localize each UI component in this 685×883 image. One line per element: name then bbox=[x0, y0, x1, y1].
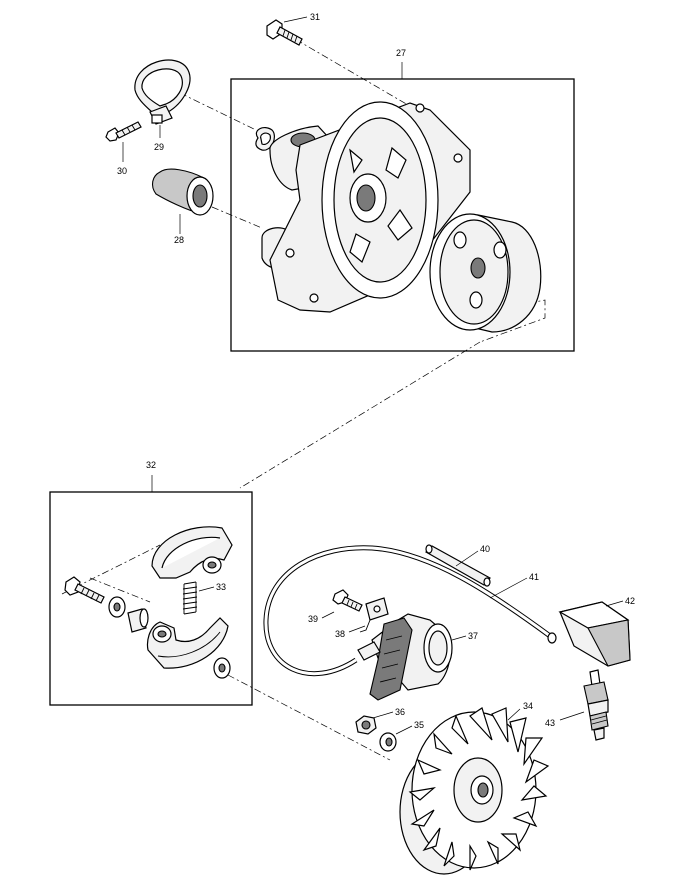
callout-31: 31 bbox=[310, 12, 320, 22]
tube-40 bbox=[425, 544, 491, 587]
callout-28: 28 bbox=[174, 235, 184, 245]
callout-32: 32 bbox=[146, 460, 156, 470]
callout-41: 41 bbox=[529, 572, 539, 582]
clutch-bolt bbox=[64, 576, 105, 604]
callout-37: 37 bbox=[468, 631, 478, 641]
callout-27: 27 bbox=[396, 48, 406, 58]
clamp-band-29 bbox=[134, 59, 191, 125]
leader-41 bbox=[489, 577, 528, 599]
ignition-wire-41 bbox=[263, 545, 557, 677]
leader-33 bbox=[198, 586, 215, 592]
screw-30 bbox=[105, 121, 142, 142]
guide-line-28 bbox=[211, 206, 263, 229]
clutch-shoe-lower bbox=[146, 617, 229, 669]
leader-36 bbox=[372, 711, 394, 719]
callout-42: 42 bbox=[625, 596, 635, 606]
nut-36 bbox=[355, 715, 377, 735]
guide-line-29 bbox=[179, 92, 257, 131]
guide-line-connector bbox=[239, 341, 481, 489]
leader-31 bbox=[283, 16, 308, 23]
flywheel-fins bbox=[408, 707, 550, 871]
flywheel-34 bbox=[399, 707, 550, 875]
callout-39: 39 bbox=[308, 614, 318, 624]
clutch-bushing bbox=[127, 608, 149, 633]
clutch-washer-2 bbox=[213, 657, 231, 679]
clutch-drum bbox=[429, 213, 542, 333]
callout-36: 36 bbox=[395, 707, 405, 717]
leader-35 bbox=[395, 725, 413, 735]
plug-cap-42 bbox=[558, 601, 631, 667]
leader-43 bbox=[559, 711, 585, 721]
callout-30: 30 bbox=[117, 166, 127, 176]
callout-38: 38 bbox=[335, 629, 345, 639]
damper-sleeve-28 bbox=[151, 168, 214, 216]
leader-38 bbox=[348, 625, 366, 633]
ignition-coil-37 bbox=[357, 613, 453, 701]
leader-40 bbox=[455, 550, 479, 567]
callout-34: 34 bbox=[523, 701, 533, 711]
clutch-shoe-upper bbox=[151, 526, 233, 579]
clutch-washer-1 bbox=[108, 596, 126, 618]
guide-line-31 bbox=[282, 31, 409, 106]
screw-39 bbox=[332, 589, 363, 612]
callout-43: 43 bbox=[545, 718, 555, 728]
callout-40: 40 bbox=[480, 544, 490, 554]
callout-35: 35 bbox=[414, 720, 424, 730]
leader-37 bbox=[451, 635, 467, 641]
callout-33: 33 bbox=[216, 582, 226, 592]
callout-29: 29 bbox=[154, 142, 164, 152]
washer-35 bbox=[379, 732, 397, 752]
guide-line-flywheel bbox=[227, 674, 391, 761]
clutch-housing-27 bbox=[261, 101, 471, 313]
group-box-32 bbox=[49, 491, 253, 706]
terminal-38 bbox=[359, 597, 389, 633]
leader-42 bbox=[605, 600, 624, 607]
spark-plug-43 bbox=[583, 669, 609, 741]
bolt-31 bbox=[266, 19, 303, 46]
leader-34 bbox=[507, 708, 521, 721]
leader-39 bbox=[321, 611, 335, 619]
guide-line-shoe-bottom bbox=[89, 577, 151, 603]
clutch-spring-33 bbox=[182, 581, 198, 615]
